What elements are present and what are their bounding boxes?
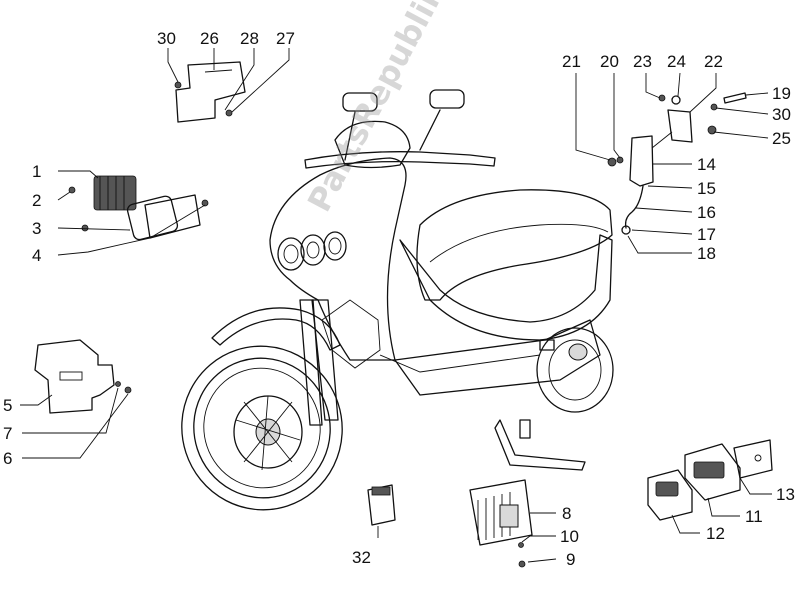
- callout-16: 16: [697, 203, 716, 222]
- relay-32-group: [367, 484, 396, 538]
- callout-8: 8: [562, 504, 572, 523]
- callout-27: 27: [276, 29, 295, 48]
- regulator-1-group: [57, 170, 209, 256]
- flasher-11-group: [647, 439, 773, 534]
- callout-19: 19: [772, 84, 791, 103]
- callout-2: 2: [32, 191, 42, 210]
- callout-10: 10: [560, 527, 579, 546]
- callout-29: 30: [157, 29, 176, 48]
- sensor-14-group: [575, 72, 769, 254]
- callout-7: 7: [3, 424, 13, 443]
- callout-1: 1: [32, 162, 42, 181]
- callout-17: 17: [697, 225, 716, 244]
- callout-23: 23: [633, 52, 652, 71]
- callout-6: 6: [3, 449, 13, 468]
- bracket-26-group: [167, 48, 290, 123]
- callout-12: 12: [706, 524, 725, 543]
- callout-14: 14: [697, 155, 716, 174]
- callout-3: 3: [32, 219, 42, 238]
- callout-24: 24: [667, 52, 686, 71]
- callout-26: 26: [200, 29, 219, 48]
- callout-11: 11: [745, 507, 763, 526]
- callout-4: 4: [32, 246, 42, 265]
- callout-22: 22: [704, 52, 723, 71]
- bracket-5-group: [20, 339, 132, 459]
- callout-25: 25: [772, 129, 791, 148]
- callout-13: 13: [776, 485, 795, 504]
- callout-30: 30: [772, 105, 791, 124]
- callout-28: 28: [240, 29, 259, 48]
- callout-18: 18: [697, 244, 716, 263]
- callout-15: 15: [697, 179, 716, 198]
- callout-5: 5: [3, 396, 13, 415]
- cdi-unit-8-group: [469, 479, 557, 568]
- callout-21: 21: [562, 52, 581, 71]
- callout-9: 9: [566, 550, 576, 569]
- callout-20: 20: [600, 52, 619, 71]
- callout-32: 32: [352, 548, 371, 567]
- scooter-illustration: [181, 89, 614, 511]
